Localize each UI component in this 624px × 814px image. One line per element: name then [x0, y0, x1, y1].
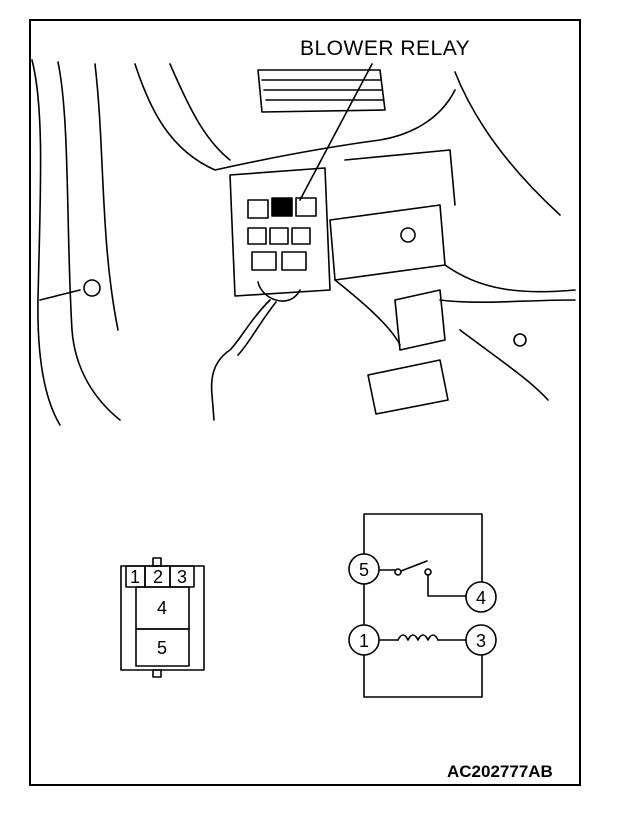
terminal-5: 5: [359, 560, 369, 580]
connector-pin-1: 1: [130, 567, 140, 587]
connector-pin-4: 4: [157, 598, 167, 618]
terminal-1: 1: [359, 631, 369, 651]
relay-connector: [120, 557, 205, 678]
terminal-3: 3: [476, 631, 486, 651]
connector-pin-5: 5: [157, 638, 167, 658]
terminal-4: 4: [476, 588, 486, 608]
connector-pin-3: 3: [177, 567, 187, 587]
blower-relay-callout: BLOWER RELAY: [300, 37, 471, 60]
dashboard-illustration: [31, 59, 576, 426]
diagram-frame: [29, 19, 581, 786]
relay-circuit: [348, 513, 497, 698]
figure-id: AC202777AB: [447, 762, 553, 781]
connector-pin-2: 2: [153, 567, 163, 587]
